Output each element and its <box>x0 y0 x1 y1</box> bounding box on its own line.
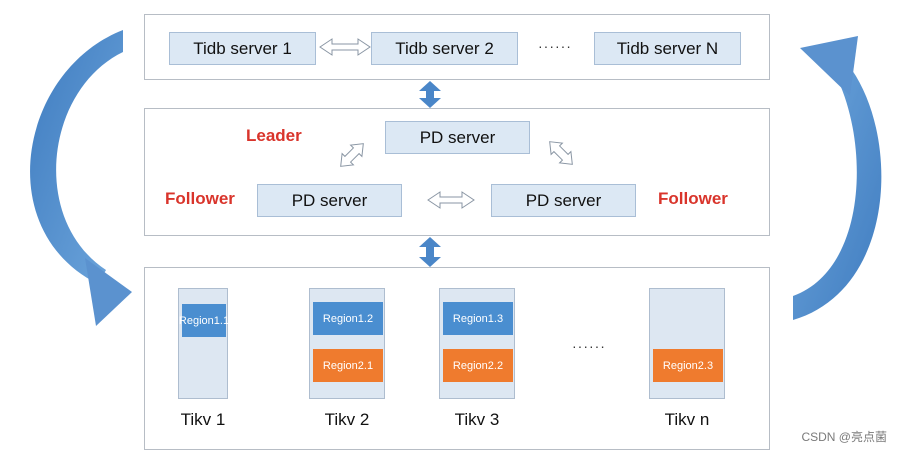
tikv-node-1: Region1.1 <box>178 288 229 399</box>
pd-layer: Leader PD server Follower PD server PD s… <box>144 108 770 236</box>
follower-left-label: Follower <box>165 189 235 208</box>
pd-server-follower-left: PD server <box>257 184 402 217</box>
tikv-label-1: Tikv 1 <box>180 410 226 429</box>
tidb-server-1: Tidb server 1 <box>169 32 316 65</box>
flow-arrow-right-icon <box>793 36 882 320</box>
pd-server-follower-right: PD server <box>491 184 636 217</box>
tidb-ellipsis: ······ <box>538 38 572 54</box>
tikv-node-3: Region1.3 Region2.2 <box>439 288 515 399</box>
flow-arrow-left-icon <box>30 30 132 326</box>
leader-label: Leader <box>246 126 302 145</box>
tikv-layer: Region1.1 Tikv 1 Region1.2 Region2.1 Tik… <box>144 267 770 450</box>
tidb-server-2: Tidb server 2 <box>371 32 518 65</box>
tidb-pd-connector-icon <box>419 81 441 108</box>
tidb-layer: Tidb server 1 Tidb server 2 ······ Tidb … <box>144 14 770 80</box>
pd-server-leader: PD server <box>385 121 530 154</box>
tikv-label-n: Tikv n <box>664 410 710 429</box>
tikv-label-3: Tikv 3 <box>454 410 500 429</box>
region-2-3: Region2.3 <box>653 349 723 382</box>
tikv-ellipsis: ······ <box>572 338 606 354</box>
region-1-3: Region1.3 <box>443 302 513 335</box>
region-1-2: Region1.2 <box>313 302 383 335</box>
tikv-label-2: Tikv 2 <box>324 410 370 429</box>
region-2-1: Region2.1 <box>313 349 383 382</box>
tikv-node-2: Region1.2 Region2.1 <box>309 288 385 399</box>
region-2-2: Region2.2 <box>443 349 513 382</box>
watermark: CSDN @亮点菌 <box>801 430 887 444</box>
region-1-1: Region1.1 <box>179 304 229 337</box>
follower-right-label: Follower <box>658 189 728 208</box>
pd-tikv-connector-icon <box>419 237 441 267</box>
tikv-node-n: Region2.3 <box>649 288 725 399</box>
tidb-server-n: Tidb server N <box>594 32 741 65</box>
